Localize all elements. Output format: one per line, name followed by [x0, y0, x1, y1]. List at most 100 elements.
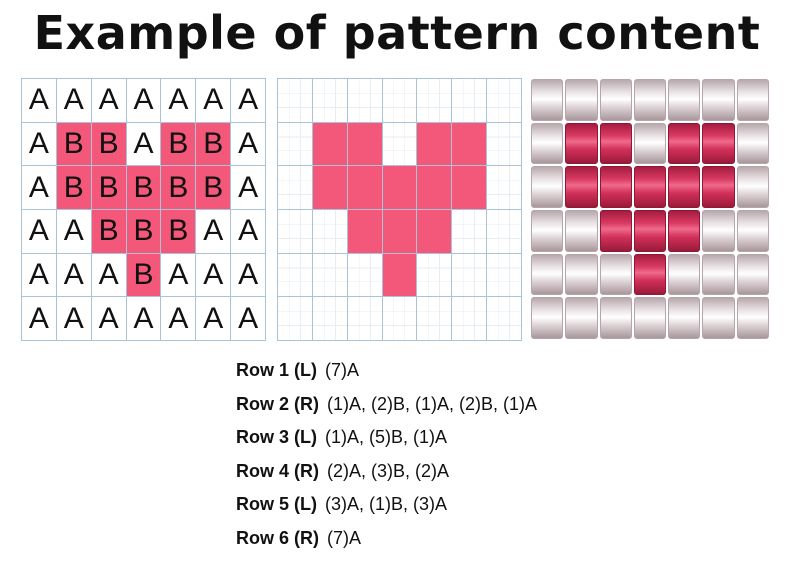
bead	[668, 79, 701, 121]
color-cell	[347, 210, 383, 254]
color-cell	[487, 253, 522, 298]
letter-cell: A	[161, 297, 197, 341]
instruction-row-text: (1)A, (5)B, (1)A	[325, 427, 448, 448]
instruction-row-text: (3)A, (1)B, (3)A	[325, 494, 448, 515]
letter-cell: A	[91, 297, 127, 341]
color-cell	[382, 210, 418, 254]
color-cell	[382, 253, 418, 298]
instruction-row: Row 4 (R) (2)A, (3)B, (2)A	[236, 457, 537, 491]
color-cell	[347, 166, 383, 210]
color-cell	[417, 210, 453, 254]
letter-cell: A	[22, 166, 57, 210]
instruction-row-text: (7)A	[327, 527, 362, 548]
bead	[736, 297, 769, 339]
instruction-row-text: (1)A, (2)B, (1)A, (2)B, (1)A	[327, 393, 538, 414]
letter-cell: A	[126, 122, 162, 167]
letter-cell: A	[231, 79, 266, 123]
color-cell	[417, 297, 453, 341]
letter-cell: B	[161, 166, 197, 210]
bead	[668, 122, 701, 165]
letter-cell: B	[161, 122, 197, 167]
bead	[565, 297, 598, 339]
bead	[702, 79, 735, 121]
letter-cell: B	[196, 166, 232, 210]
page-title: Example of pattern content	[33, 6, 761, 60]
bead	[565, 122, 598, 165]
bead	[599, 166, 632, 208]
color-cell	[382, 297, 418, 341]
color-cell	[278, 297, 313, 341]
letter-cell: B	[91, 166, 127, 210]
color-cell	[452, 253, 488, 298]
instruction-row-text: (7)A	[325, 360, 360, 380]
color-cell	[452, 122, 488, 167]
letter-cell: A	[56, 253, 92, 298]
bead	[599, 297, 632, 339]
color-cell	[452, 79, 488, 123]
color-cell	[312, 79, 348, 123]
color-cell	[452, 210, 488, 254]
letter-cell: B	[196, 122, 232, 167]
bead	[565, 253, 598, 296]
color-cell	[312, 166, 348, 210]
letter-cell: A	[91, 253, 127, 298]
instruction-row-label: Row 1 (L)	[236, 360, 317, 380]
instruction-row-label: Row 3 (L)	[236, 427, 317, 448]
letter-cell: A	[56, 297, 92, 341]
color-cell	[312, 297, 348, 341]
letter-cell: A	[22, 210, 57, 254]
letter-cell: A	[22, 253, 57, 298]
letter-cell: B	[56, 166, 92, 210]
color-cell	[417, 122, 453, 167]
bead	[531, 166, 564, 208]
color-cell	[312, 122, 348, 167]
bead	[668, 253, 701, 296]
color-cell	[347, 297, 383, 341]
instruction-row-label: Row 6 (R)	[236, 527, 319, 548]
color-cell	[487, 297, 522, 341]
letter-cell: A	[56, 79, 92, 123]
instruction-row-label: Row 5 (L)	[236, 494, 317, 515]
color-cell	[487, 210, 522, 254]
color-cell	[278, 122, 313, 167]
bead	[531, 122, 564, 165]
bead	[736, 79, 769, 121]
bead	[531, 297, 564, 339]
letter-cell: A	[161, 79, 197, 123]
bead	[736, 210, 769, 252]
bead	[531, 253, 564, 296]
bead	[565, 166, 598, 208]
bead	[668, 297, 701, 339]
color-cell	[417, 166, 453, 210]
letter-cell: A	[231, 297, 266, 341]
bead	[702, 253, 735, 296]
letter-cell: A	[56, 210, 92, 254]
instruction-row-label: Row 4 (R)	[236, 460, 319, 481]
bead	[736, 122, 769, 165]
instruction-row-text: (2)A, (3)B, (2)A	[327, 460, 450, 481]
color-cell	[278, 253, 313, 298]
letter-cell: B	[126, 210, 162, 254]
instruction-row: Row 5 (L) (3)A, (1)B, (3)A	[236, 490, 537, 524]
color-cell	[312, 253, 348, 298]
color-cell	[417, 79, 453, 123]
color-cell	[278, 79, 313, 123]
letter-cell: B	[126, 253, 162, 298]
color-cell	[347, 79, 383, 123]
bead	[599, 79, 632, 121]
bead	[531, 79, 564, 121]
color-cell	[347, 253, 383, 298]
bead	[633, 210, 667, 252]
letter-cell: A	[91, 79, 127, 123]
color-cell	[417, 253, 453, 298]
bead	[599, 210, 632, 252]
color-cell	[382, 122, 418, 167]
letter-cell: A	[22, 79, 57, 123]
letter-cell: B	[161, 210, 197, 254]
bead	[736, 253, 769, 296]
instruction-row: Row 3 (L) (1)A, (5)B, (1)A	[236, 423, 537, 457]
letter-cell: A	[196, 79, 232, 123]
letter-cell: A	[231, 210, 266, 254]
